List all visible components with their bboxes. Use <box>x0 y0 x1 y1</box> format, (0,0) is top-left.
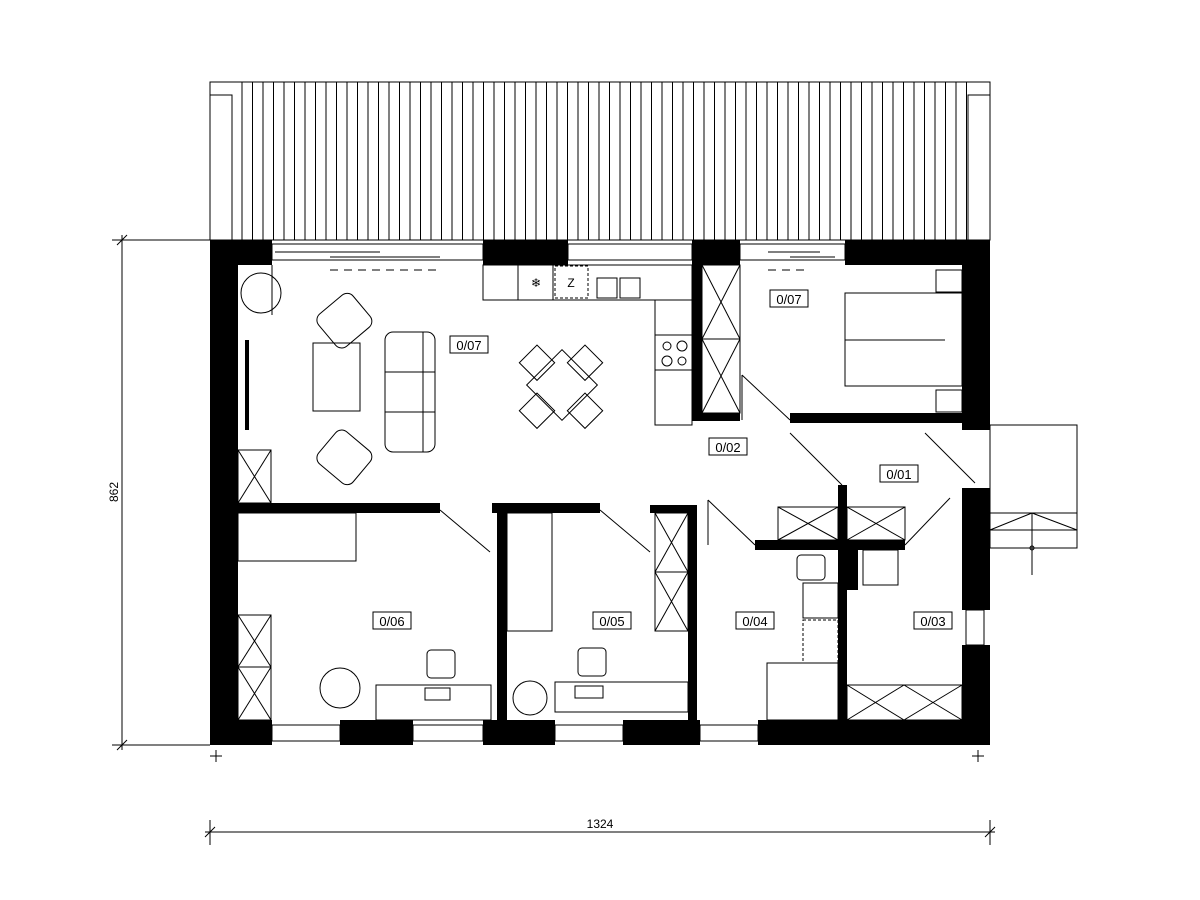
windows <box>271 243 985 742</box>
room-label-entrance: 0/01 <box>886 467 911 482</box>
roof-edge-left <box>209 94 233 241</box>
walls <box>210 240 990 745</box>
wardrobes <box>237 264 963 721</box>
dimension-height-label: 862 <box>107 482 121 502</box>
fridge-mark: Z <box>567 276 574 290</box>
dimension-width-label: 1324 <box>587 817 614 831</box>
living-furniture <box>240 265 604 486</box>
dimension-horizontal <box>204 820 996 845</box>
kitchen-counter <box>482 264 693 426</box>
entrance-porch <box>989 424 1078 575</box>
bed <box>844 269 963 413</box>
room-labels: 0/07 0/07 0/02 0/01 0/06 0/05 0/04 0/03 <box>372 289 953 630</box>
corner-markers <box>210 750 984 762</box>
roof-terrace <box>209 81 991 241</box>
roof-edge-right <box>967 94 991 241</box>
dimension-vertical <box>112 234 210 751</box>
room-label-0-03: 0/03 <box>920 614 945 629</box>
room-label-hall: 0/02 <box>715 440 740 455</box>
room-label-0-05: 0/05 <box>599 614 624 629</box>
freezer-icon: ❄ <box>531 276 541 290</box>
room-label-living: 0/07 <box>456 338 481 353</box>
room-label-bedroom: 0/07 <box>776 292 801 307</box>
room-label-0-04: 0/04 <box>742 614 767 629</box>
doors <box>439 374 976 553</box>
desks <box>237 512 689 721</box>
room-label-0-06: 0/06 <box>379 614 404 629</box>
bathroom-fixtures <box>766 549 899 721</box>
